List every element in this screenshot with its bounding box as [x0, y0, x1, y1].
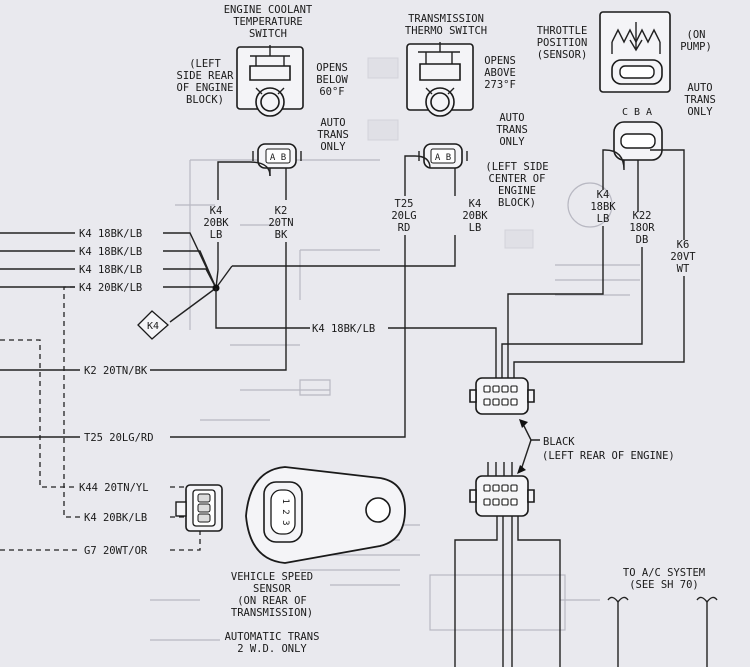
- tps-wire3-3: WT: [677, 263, 690, 275]
- coolant-opens-3: 60°F: [319, 86, 344, 98]
- coolant-wire-right-1: K2: [275, 205, 288, 217]
- coolant-wire-left-1: K4: [210, 205, 223, 217]
- black-connector-location: (LEFT REAR OF ENGINE): [542, 450, 675, 462]
- tps-wire2-1: K22: [633, 210, 652, 222]
- ac-system-label-1: TO A/C SYSTEM: [623, 567, 705, 579]
- thermo-wire-right-3: LB: [469, 222, 482, 234]
- left-wire-label: K4 20BK/LB: [79, 282, 142, 294]
- coolant-opens-1: OPENS: [316, 62, 348, 74]
- tps-auto-trans-2: TRANS: [684, 94, 716, 106]
- tps-wire2-3: DB: [636, 234, 649, 246]
- coolant-location-4: BLOCK): [186, 94, 224, 106]
- left-wire-label: T25 20LG/RD: [84, 432, 154, 444]
- thermo-title-1: TRANSMISSION: [408, 13, 484, 25]
- thermo-title-2: THERMO SWITCH: [405, 25, 487, 37]
- thermo-wire-right-2: 20BK: [462, 210, 488, 222]
- vss-note-2: 2 W.D. ONLY: [237, 643, 307, 655]
- thermo-opens-3: 273°F: [484, 79, 516, 91]
- auto-trans-only-1c: ONLY: [320, 141, 346, 153]
- left-wire-labels: K4 18BK/LB K4 18BK/LB K4 18BK/LB K4 20BK…: [79, 228, 154, 557]
- tps-wire1-2: 18BK: [590, 201, 616, 213]
- vss-label-3: (ON REAR OF: [237, 595, 307, 607]
- thermo-location-3: ENGINE: [498, 185, 536, 197]
- vehicle-speed-sensor: 1 2 3 VEHICLE SPEED SENSOR (ON REAR OF T…: [175, 466, 406, 655]
- coolant-wire-left-3: LB: [210, 229, 223, 241]
- tps-on-pump-1: (ON: [687, 29, 706, 41]
- left-wire-label: G7 20WT/OR: [84, 545, 148, 557]
- thermo-wire-left-2: 20LG: [391, 210, 416, 222]
- tps-auto-trans-3: ONLY: [687, 106, 713, 118]
- thermo-opens-1: OPENS: [484, 55, 516, 67]
- tps-title-3: (SENSOR): [537, 49, 588, 61]
- tps-wire3-1: K6: [677, 239, 690, 251]
- auto-trans-only-1b: TRANS: [317, 129, 349, 141]
- wire-runs: [0, 149, 708, 667]
- throttle-position-sensor: THROTTLE POSITION (SENSOR) (ON PUMP) AUT…: [537, 11, 716, 275]
- coolant-switch-title-3: SWITCH: [249, 28, 287, 40]
- thermo-wire-right-1: K4: [469, 198, 482, 210]
- left-wire-label: K44 20TN/YL: [79, 482, 149, 494]
- tps-on-pump-2: PUMP): [680, 41, 712, 53]
- tps-wire1-3: LB: [597, 213, 610, 225]
- thermo-location-2: CENTER OF: [489, 173, 546, 185]
- coolant-switch-title-2: TEMPERATURE: [233, 16, 303, 28]
- tps-wire3-2: 20VT: [670, 251, 696, 263]
- tps-wire2-2: 18OR: [629, 222, 655, 234]
- coolant-connector-pins: A B: [270, 153, 286, 163]
- thermo-wire-left-1: T25: [395, 198, 414, 210]
- tps-title-2: POSITION: [537, 37, 588, 49]
- black-connector: BLACK (LEFT REAR OF ENGINE): [469, 377, 675, 528]
- left-wire-label: K4 20BK/LB: [84, 512, 147, 524]
- black-connector-label: BLACK: [543, 436, 575, 448]
- coolant-wire-right-2: 20TN: [268, 217, 293, 229]
- ac-system-reference: TO A/C SYSTEM (SEE SH 70): [607, 567, 718, 604]
- left-wire-label: K4 18BK/LB: [79, 228, 142, 240]
- coolant-wire-left-2: 20BK: [203, 217, 229, 229]
- left-wire-label: K4 18BK/LB: [79, 246, 142, 258]
- vss-label-4: TRANSMISSION): [231, 607, 313, 619]
- coolant-wire-right-3: BK: [275, 229, 288, 241]
- thermo-auto-trans-2: TRANS: [496, 124, 528, 136]
- tps-connector-pins: C B A: [622, 107, 652, 118]
- coolant-location-2: SIDE REAR: [177, 70, 235, 82]
- trans-thermo-switch: TRANSMISSION THERMO SWITCH OPENS ABOVE 2…: [391, 13, 548, 234]
- thermo-wire-left-3: RD: [398, 222, 411, 234]
- tps-title-1: THROTTLE: [537, 25, 588, 37]
- auto-trans-only-1a: AUTO: [320, 117, 345, 129]
- thermo-location-1: (LEFT SIDE: [485, 161, 548, 173]
- ac-system-label-2: (SEE SH 70): [629, 579, 699, 591]
- tps-auto-trans-1: AUTO: [687, 82, 712, 94]
- coolant-switch-title-1: ENGINE COOLANT: [224, 4, 313, 16]
- bus-wire-label: K4 18BK/LB: [312, 323, 375, 335]
- thermo-connector-pins: A B: [435, 153, 451, 163]
- vss-note-1: AUTOMATIC TRANS: [225, 631, 320, 643]
- coolant-temp-switch: ENGINE COOLANT TEMPERATURE SWITCH (LEFT …: [177, 4, 349, 241]
- thermo-auto-trans-1: AUTO: [499, 112, 524, 124]
- left-wire-label: K2 20TN/BK: [84, 365, 148, 377]
- splice-tag: K4: [147, 321, 159, 332]
- left-wire-label: K4 18BK/LB: [79, 264, 142, 276]
- coolant-location-3: OF ENGINE: [177, 82, 234, 94]
- thermo-auto-trans-3: ONLY: [499, 136, 525, 148]
- coolant-location-1: (LEFT: [189, 58, 221, 70]
- vss-label-1: VEHICLE SPEED: [231, 571, 313, 583]
- coolant-opens-2: BELOW: [316, 74, 348, 86]
- vss-pin-numbers: 1 2 3: [280, 498, 290, 525]
- tps-wire1-1: K4: [597, 189, 610, 201]
- thermo-opens-2: ABOVE: [484, 67, 516, 79]
- thermo-location-4: BLOCK): [498, 197, 536, 209]
- vss-label-2: SENSOR: [253, 583, 292, 595]
